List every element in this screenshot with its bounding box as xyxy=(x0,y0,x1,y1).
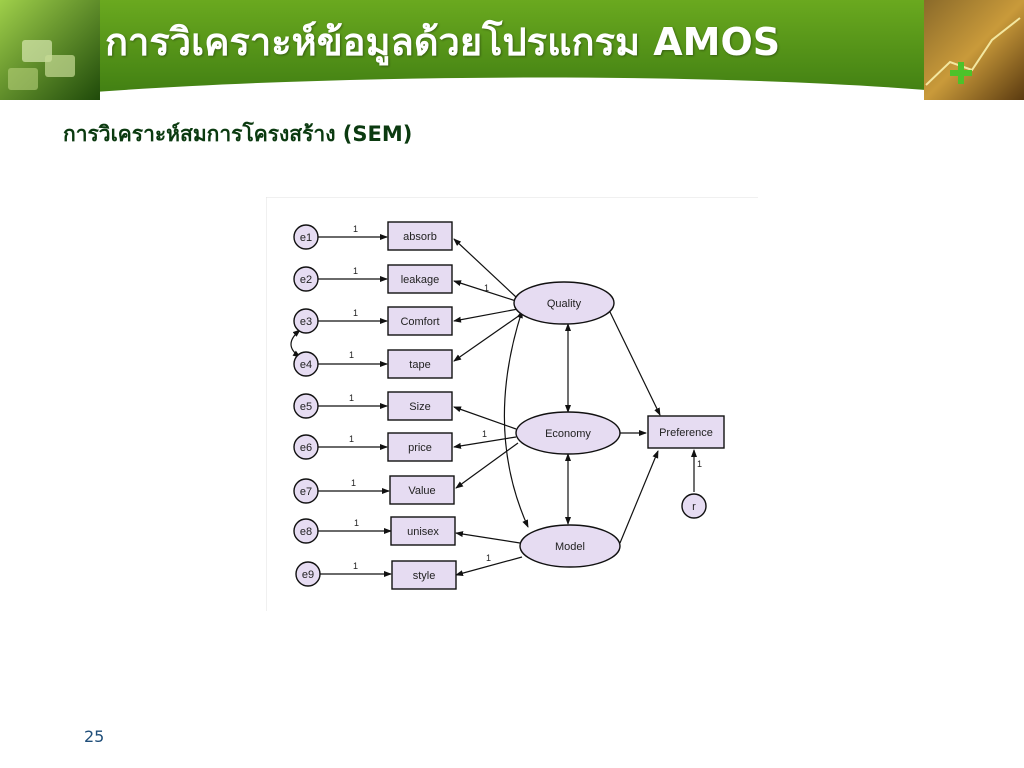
path-label: 1 xyxy=(353,266,358,276)
latent-node-economy xyxy=(515,411,621,455)
path-label: 1 xyxy=(697,459,702,469)
indicator-node-price xyxy=(387,432,453,462)
indicator-node-absorb xyxy=(387,221,453,251)
error-node-e3 xyxy=(293,308,319,334)
indicator-node-size xyxy=(387,391,453,421)
latent-label: Quality xyxy=(547,298,582,310)
path-label: 1 xyxy=(486,553,491,563)
page-number: 25 xyxy=(84,727,105,746)
path-label: 1 xyxy=(351,478,356,488)
chart-image xyxy=(924,0,1024,100)
indicator-label: tape xyxy=(409,359,430,371)
slide-subtitle: การวิเคราะห์สมการโครงสร้าง (SEM) xyxy=(63,122,413,146)
error-label: e5 xyxy=(300,401,312,413)
header-background xyxy=(0,0,1024,100)
outcome-label: Preference xyxy=(659,427,713,439)
path-label: 1 xyxy=(349,434,354,444)
path-label: 1 xyxy=(353,308,358,318)
indicator-label: leakage xyxy=(401,274,440,286)
latent-nodes: Quality Economy Model xyxy=(513,281,621,568)
error-label: e6 xyxy=(300,442,312,454)
indicator-label: unisex xyxy=(407,526,439,538)
error-node-e4 xyxy=(293,351,319,377)
indicator-label: style xyxy=(413,570,436,582)
latent-label: Model xyxy=(555,541,585,553)
latent-node-quality xyxy=(513,281,615,325)
error-node-e9 xyxy=(295,561,321,587)
residual-label: r xyxy=(692,501,696,513)
indicator-label: Size xyxy=(409,401,430,413)
error-node-e1 xyxy=(293,224,319,250)
indicator-node-comfort xyxy=(387,306,453,336)
path-label: 1 xyxy=(354,518,359,528)
sem-diagram: 1 1 1 1 1 1 1 1 1 1 1 1 1 e1 e2 e3 e4 e5 xyxy=(265,196,758,611)
error-label: e9 xyxy=(302,569,314,581)
error-label: e4 xyxy=(300,359,312,371)
indicator-label: Value xyxy=(408,485,435,497)
indicator-node-style xyxy=(391,560,457,590)
indicator-label: Comfort xyxy=(400,316,439,328)
error-node-e7 xyxy=(293,478,319,504)
path-label: 1 xyxy=(349,350,354,360)
error-label: e1 xyxy=(300,232,312,244)
indicator-node-tape xyxy=(387,349,453,379)
error-label: e8 xyxy=(300,526,312,538)
indicator-label: price xyxy=(408,442,432,454)
slide-header: การวิเคราะห์ข้อมูลด้วยโปรแกรม AMOS xyxy=(0,0,1024,100)
indicator-node-leakage xyxy=(387,264,453,294)
error-node-e5 xyxy=(293,393,319,419)
path-label: 1 xyxy=(353,561,358,571)
path-label: 1 xyxy=(353,224,358,234)
indicator-node-unisex xyxy=(390,516,456,546)
indicator-label: absorb xyxy=(403,231,437,243)
path-label: 1 xyxy=(484,283,489,293)
error-node-e6 xyxy=(293,434,319,460)
error-label: e3 xyxy=(300,316,312,328)
residual-node-r xyxy=(681,493,707,519)
latent-node-model xyxy=(519,524,621,568)
indicator-nodes: absorb leakage Comfort tape Size price V… xyxy=(387,221,457,590)
error-nodes: e1 e2 e3 e4 e5 e6 e7 e8 e9 xyxy=(293,224,321,587)
error-label: e7 xyxy=(300,486,312,498)
error-label: e2 xyxy=(300,274,312,286)
indicator-node-value xyxy=(389,475,455,505)
path-label: 1 xyxy=(482,429,487,439)
slide-title: การวิเคราะห์ข้อมูลด้วยโปรแกรม AMOS xyxy=(105,20,781,64)
plus-icon xyxy=(950,62,972,84)
error-node-e8 xyxy=(293,518,319,544)
error-node-e2 xyxy=(293,266,319,292)
path-label: 1 xyxy=(349,393,354,403)
latent-label: Economy xyxy=(545,428,591,440)
sem-diagram-canvas: 1 1 1 1 1 1 1 1 1 1 1 1 1 e1 e2 e3 e4 e5 xyxy=(265,196,758,611)
outcome-node-preference xyxy=(647,415,725,449)
